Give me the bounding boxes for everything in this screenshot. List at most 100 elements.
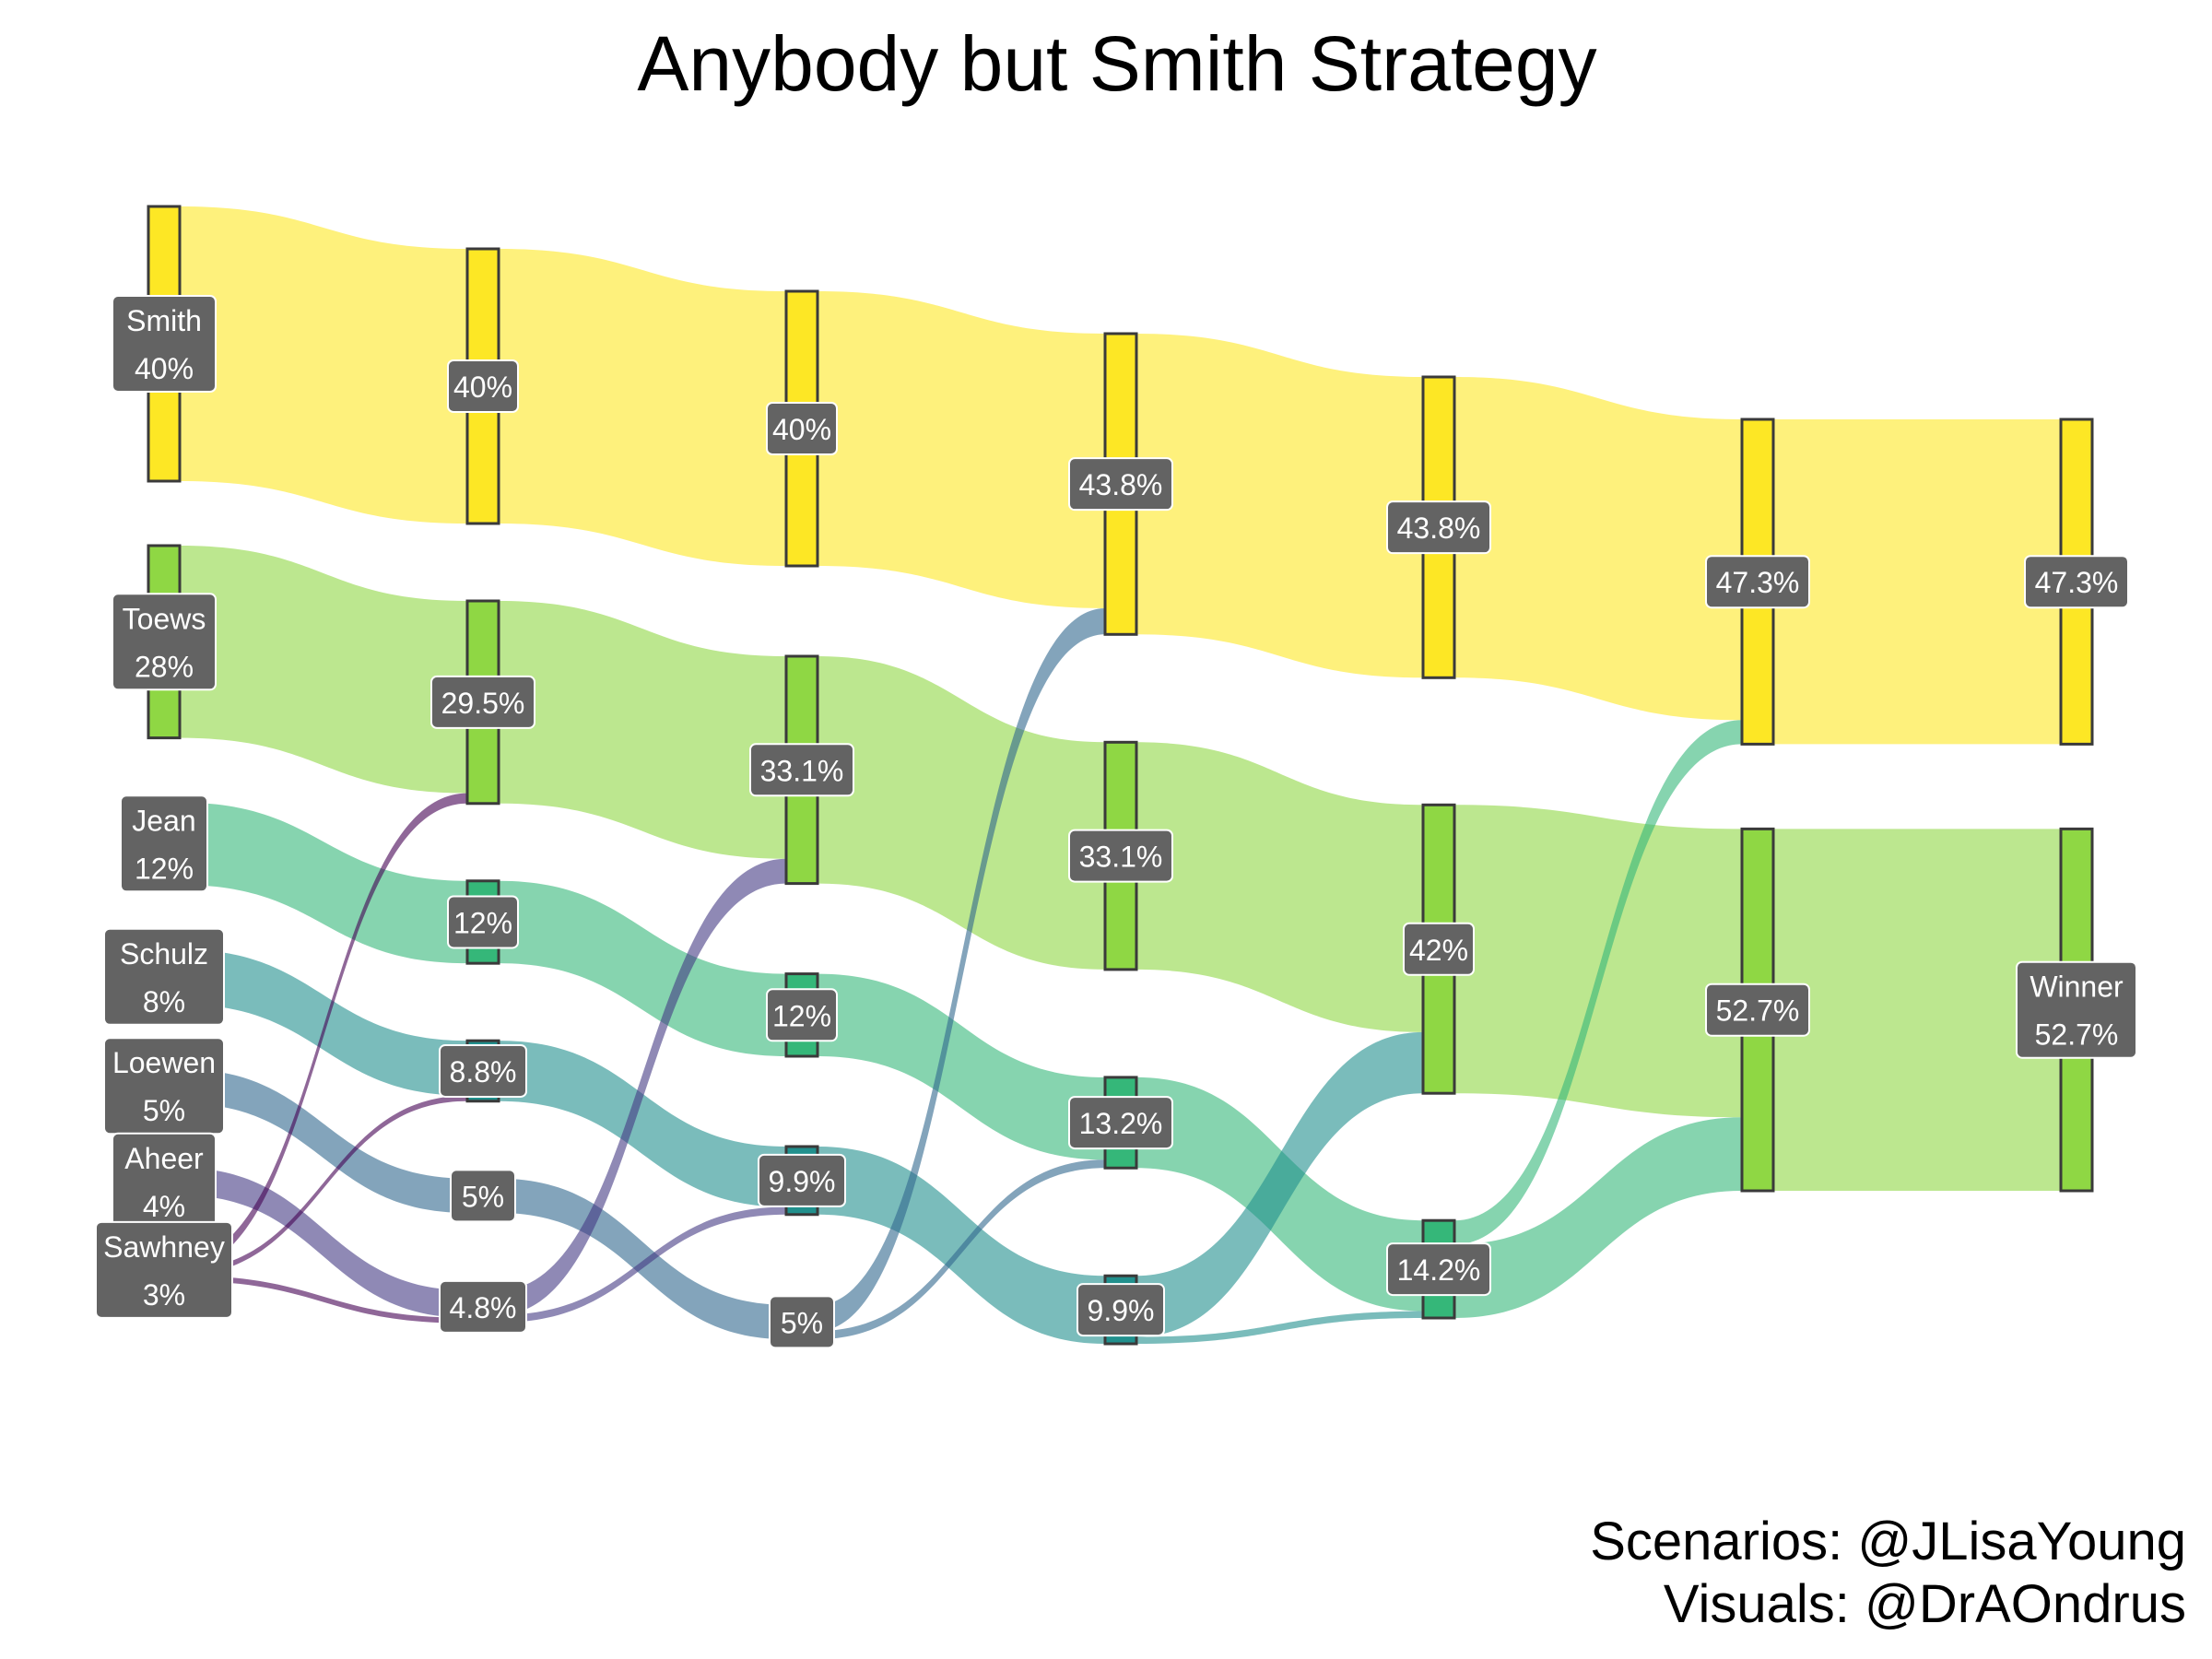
link-5-Smith-to-6-Smith	[1773, 419, 2061, 745]
label-box-1-Smith	[447, 359, 519, 413]
link-0-Loewen-to-1-Loewen	[180, 1068, 467, 1213]
link-1-Smith-to-2-Smith	[499, 249, 786, 566]
credit-visuals: Visuals: @DrAOndrus	[1664, 1574, 2186, 1634]
link-4-Jean-to-5-Smith	[1454, 720, 1742, 1245]
label-value-1-Aheer: 4.8%	[450, 1291, 517, 1324]
link-1-Aheer-to-2-Toews	[499, 858, 786, 1315]
label-box-0-Jean	[120, 794, 208, 893]
link-3-Toews-to-4-Toews	[1136, 742, 1423, 1032]
label-3-Smith: 43.8%	[1068, 457, 1173, 512]
label-3-Schulz: 9.9%	[1077, 1283, 1165, 1337]
label-box-3-Toews	[1068, 829, 1173, 883]
label-2-Toews: 33.1%	[749, 743, 854, 797]
label-1-Smith: 40%	[447, 359, 519, 413]
link-5-Toews-to-6-Toews	[1773, 829, 2061, 1191]
label-box-0-Toews	[112, 593, 217, 691]
label-value-5-Toews: 52.7%	[1716, 994, 1800, 1028]
label-1-Aheer: 4.8%	[439, 1279, 527, 1334]
label-4-Toews: 42%	[1403, 922, 1475, 976]
label-value-3-Jean: 13.2%	[1079, 1107, 1163, 1140]
label-6-Smith: 47.3%	[2024, 555, 2129, 609]
link-0-Sawhney-to-1-Toews	[180, 793, 467, 1270]
label-3-Jean: 13.2%	[1068, 1096, 1173, 1150]
label-value-4-Smith: 43.8%	[1397, 512, 1481, 545]
link-2-Loewen-to-3-Jean	[818, 1159, 1105, 1339]
link-2-Toews-to-3-Toews	[818, 656, 1105, 970]
label-value-2-Smith: 40%	[772, 413, 831, 446]
label-box-3-Schulz	[1077, 1283, 1165, 1337]
label-box-6-Toews	[2016, 960, 2137, 1059]
label-box-4-Jean	[1386, 1242, 1491, 1297]
label-0-Smith: Smith 40%	[112, 295, 217, 393]
label-box-0-Schulz	[103, 927, 225, 1026]
label-name-0-Toews: Toews	[123, 602, 206, 635]
label-name-0-Jean: Jean	[132, 804, 195, 837]
label-3-Toews: 33.1%	[1068, 829, 1173, 883]
label-0-Toews: Toews 28%	[112, 593, 217, 691]
label-1-Schulz: 8.8%	[439, 1043, 527, 1098]
link-1-Toews-to-2-Toews	[499, 601, 786, 859]
link-1-Aheer-to-2-Schulz	[499, 1206, 786, 1323]
label-2-Schulz: 9.9%	[758, 1153, 846, 1207]
label-value-0-Schulz: 8%	[143, 985, 185, 1018]
label-value-0-Smith: 40%	[135, 352, 194, 385]
label-0-Loewen: Loewen 5%	[103, 1037, 225, 1135]
link-2-Loewen-to-3-Smith	[818, 608, 1105, 1332]
label-box-2-Jean	[766, 988, 838, 1042]
link-4-Jean-to-5-Toews	[1454, 1117, 1742, 1318]
label-name-6-Toews: Winner	[2030, 971, 2124, 1004]
label-value-3-Smith: 43.8%	[1079, 468, 1163, 501]
label-value-1-Smith: 40%	[453, 371, 512, 404]
label-value-3-Toews: 33.1%	[1079, 841, 1163, 874]
link-0-Aheer-to-1-Aheer	[180, 1167, 467, 1318]
link-0-Schulz-to-1-Schulz	[180, 949, 467, 1096]
label-2-Smith: 40%	[766, 402, 838, 455]
label-value-1-Toews: 29.5%	[441, 687, 525, 720]
label-value-0-Aheer: 4%	[143, 1190, 185, 1223]
label-value-1-Schulz: 8.8%	[450, 1055, 517, 1088]
link-1-Schulz-to-2-Schulz	[499, 1041, 786, 1207]
link-4-Smith-to-5-Smith	[1454, 377, 1742, 721]
label-box-2-Toews	[749, 743, 854, 797]
link-3-Smith-to-4-Smith	[1136, 334, 1423, 678]
label-value-1-Loewen: 5%	[462, 1180, 504, 1213]
link-3-Schulz-to-4-Toews	[1136, 1031, 1423, 1337]
label-value-0-Loewen: 5%	[143, 1094, 185, 1127]
credit-scenarios: Scenarios: @JLisaYoung	[1590, 1512, 2186, 1571]
sankey-links	[180, 206, 2061, 1344]
label-0-Jean: Jean 12%	[120, 794, 208, 893]
label-box-0-Smith	[112, 295, 217, 393]
label-name-0-Loewen: Loewen	[112, 1046, 216, 1079]
label-value-6-Smith: 47.3%	[2035, 566, 2119, 599]
label-box-1-Loewen	[450, 1169, 516, 1223]
label-name-0-Sawhney: Sawhney	[103, 1230, 225, 1264]
label-value-4-Jean: 14.2%	[1397, 1253, 1481, 1287]
label-name-0-Smith: Smith	[126, 304, 202, 337]
label-value-3-Schulz: 9.9%	[1088, 1294, 1155, 1327]
link-0-Sawhney-to-1-Schulz	[180, 1095, 467, 1276]
link-4-Toews-to-5-Toews	[1454, 805, 1742, 1118]
label-box-4-Toews	[1403, 922, 1475, 976]
label-box-1-Schulz	[439, 1043, 527, 1098]
label-box-2-Smith	[766, 402, 838, 455]
label-value-0-Toews: 28%	[135, 650, 194, 683]
label-value-2-Toews: 33.1%	[760, 754, 844, 787]
label-value-6-Toews: 52.7%	[2035, 1018, 2119, 1052]
label-box-3-Smith	[1068, 457, 1173, 512]
link-0-Smith-to-1-Smith	[180, 206, 467, 524]
link-2-Jean-to-3-Jean	[818, 973, 1105, 1160]
label-box-1-Aheer	[439, 1279, 527, 1334]
link-1-Loewen-to-2-Loewen	[499, 1178, 786, 1339]
link-2-Schulz-to-3-Schulz	[818, 1146, 1105, 1344]
label-box-6-Smith	[2024, 555, 2129, 609]
label-value-0-Jean: 12%	[135, 852, 194, 885]
label-box-3-Jean	[1068, 1096, 1173, 1150]
label-value-2-Jean: 12%	[772, 999, 831, 1032]
label-box-2-Loewen	[769, 1295, 835, 1349]
label-1-Jean: 12%	[447, 895, 519, 949]
label-box-4-Smith	[1386, 500, 1491, 555]
